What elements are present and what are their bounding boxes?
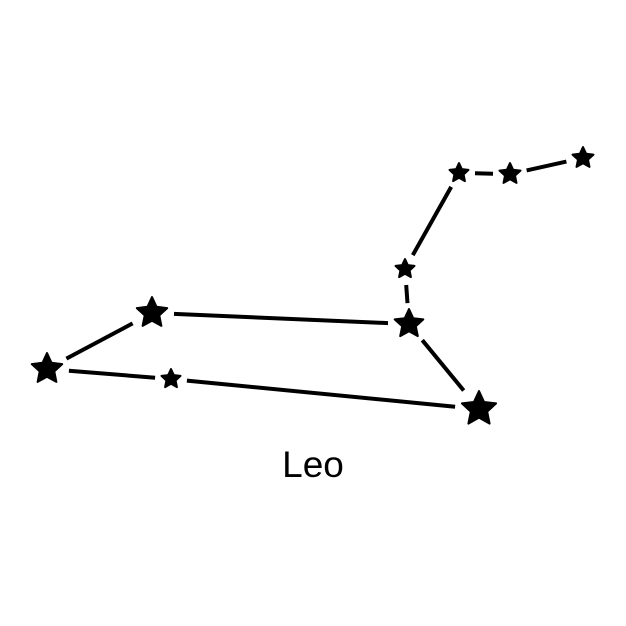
star-icon: [450, 163, 469, 181]
star-icon: [395, 309, 424, 336]
star-icon: [137, 297, 167, 326]
constellation-line: [174, 314, 388, 323]
star-icon: [462, 391, 496, 424]
star-icon: [162, 369, 181, 387]
constellation-line: [406, 285, 407, 303]
constellation-name-label: Leo: [0, 440, 626, 490]
constellation-line: [413, 187, 451, 255]
constellation-lines: [66, 162, 566, 407]
constellation-stars: [32, 147, 594, 424]
constellation-line: [66, 323, 132, 358]
constellation-line: [527, 162, 567, 171]
star-icon: [500, 163, 521, 183]
star-icon: [32, 353, 62, 382]
constellation-line: [422, 340, 463, 390]
constellation-line: [187, 381, 455, 407]
star-icon: [573, 147, 594, 167]
star-icon: [396, 259, 415, 277]
constellation-line: [69, 371, 155, 378]
